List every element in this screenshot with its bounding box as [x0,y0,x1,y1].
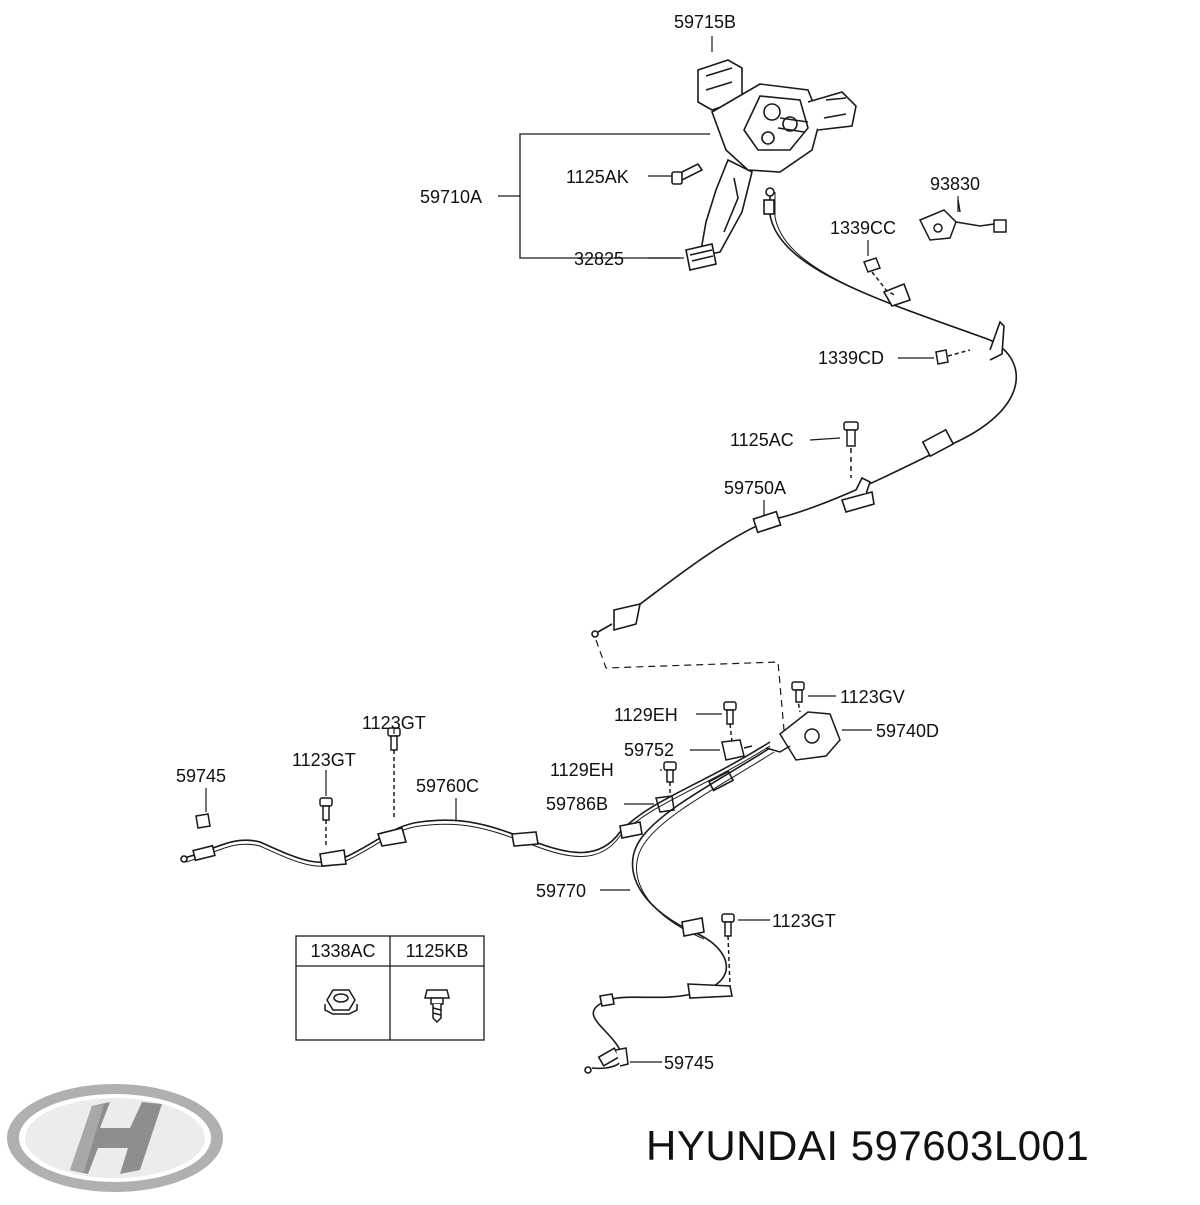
label-1339CD: 1339CD [818,348,884,368]
label-59745-left: 59745 [176,766,226,786]
leader-lines [205,36,959,1063]
label-1123GT-left: 1123GT [292,750,356,770]
bolt-icon [424,989,450,1024]
clip-59752 [721,739,753,761]
fastener-legend-table: 1338AC 1125KB [295,935,485,1041]
label-59750A: 59750A [724,478,786,498]
nut-1339CC [863,257,897,297]
label-59786B: 59786B [546,794,608,814]
bolts-1129EH [663,701,737,798]
rear-cable-59770 [584,747,775,1074]
label-1129EH-mid: 1129EH [550,760,614,780]
switch-93830 [918,199,1007,241]
legend-header-1338AC: 1338AC [310,941,375,961]
label-1123GT-upper: 1123GT [362,713,426,733]
nut-1339CD [935,349,971,365]
part-caption: HYUNDAI 597603L001 [646,1122,1089,1169]
label-59752: 59752 [624,740,674,760]
label-1339CC: 1339CC [830,218,896,238]
label-59760C: 59760C [416,776,479,796]
label-93830: 93830 [930,174,980,194]
label-59745-bottom: 59745 [664,1053,714,1073]
label-59770: 59770 [536,881,586,901]
label-1123GT-right: 1123GT [772,911,836,931]
parking-brake-pedal-assembly [671,59,857,271]
pedal-arm [699,158,753,258]
label-32825: 32825 [574,249,624,269]
label-59740D: 59740D [876,721,939,741]
clips-59745 [195,813,629,1067]
assembly-bracket-lines [498,133,710,259]
cable-connection-dashed-line [595,639,785,731]
front-cable-59750A [591,187,1018,638]
label-1125AK: 1125AK [566,167,629,187]
rear-cable-59760C [180,741,771,867]
equalizer-59740D [765,681,841,761]
label-1129EH-top: 1129EH [614,705,678,725]
label-59715B: 59715B [674,12,736,32]
label-1125AC: 1125AC [730,430,794,450]
flange-nut-icon [324,989,358,1015]
hyundai-logo-icon [7,1084,223,1192]
label-59710A: 59710A [420,187,482,207]
bolts-1123GT [319,727,735,987]
label-1123GV: 1123GV [840,687,905,707]
bolt-1125AC [843,421,859,478]
pedal-housing [711,83,821,173]
legend-header-1125KB: 1125KB [406,941,469,961]
